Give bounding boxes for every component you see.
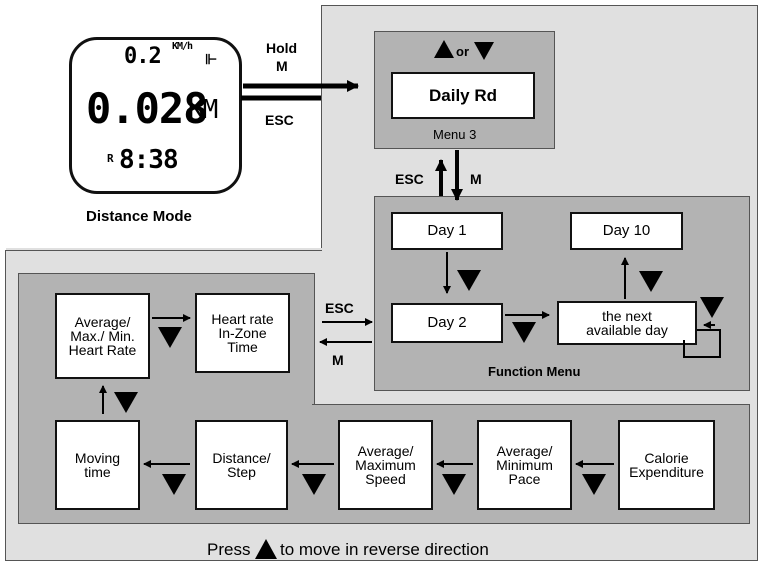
connector-arrows bbox=[0, 0, 762, 567]
